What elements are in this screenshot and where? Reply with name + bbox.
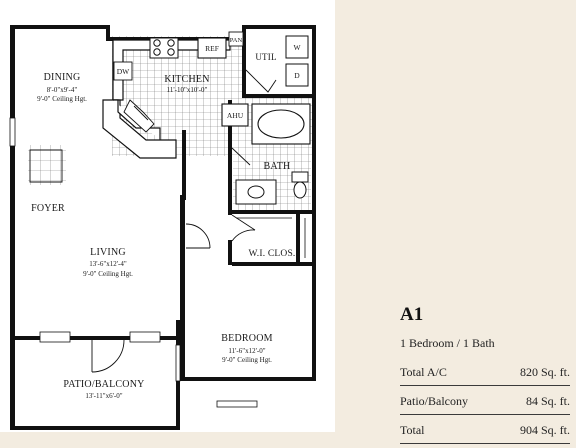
living-name: LIVING — [90, 247, 126, 258]
floor-plan-drawing: REF PAN DW AHU W D UTIL — [9, 25, 316, 430]
washer-icon — [285, 35, 309, 59]
dryer-label: D — [294, 71, 300, 80]
range-icon — [149, 37, 179, 59]
bathtub-icon — [251, 103, 311, 145]
spec-value: 820 Sq. ft. — [519, 365, 570, 379]
dw-label: DW — [117, 67, 130, 76]
pan-label: PAN — [230, 37, 243, 44]
refrigerator-icon — [197, 37, 227, 59]
bedroom-dims: 11'-6"x12'-0" — [228, 347, 265, 355]
util-door-swing — [245, 69, 277, 93]
bedroom-ceiling: 9'-0" Ceiling Hgt. — [222, 356, 272, 364]
room-labels: DINING 8'-0"x9'-4" 9'-0" Ceiling Hgt. KI… — [31, 72, 295, 400]
foyer-name: FOYER — [31, 203, 65, 214]
unit-type: 1 Bedroom / 1 Bath — [400, 336, 495, 350]
vanity-icon — [235, 179, 277, 205]
spec-row-total-ac: Total A/C 820 Sq. ft. — [400, 361, 570, 386]
foyer-tile — [28, 145, 66, 185]
living-dims: 13'-6"x12'-4" — [89, 260, 127, 268]
sink-icon — [123, 99, 155, 133]
unit-info-panel: A1 1 Bedroom / 1 Bath Total A/C 820 Sq. … — [400, 304, 570, 448]
closet-shelves — [236, 217, 306, 258]
dining-dims: 8'-0"x9'-4" — [47, 86, 78, 94]
kitchen-dims: 11'-10"x10'-0" — [167, 86, 208, 94]
interior-walls — [15, 38, 312, 340]
dryer-icon — [285, 63, 309, 87]
spec-label: Total A/C — [400, 365, 447, 379]
spec-value: 84 Sq. ft. — [525, 394, 570, 408]
windows — [9, 117, 258, 408]
bedroom-name: BEDROOM — [221, 333, 272, 344]
dishwasher-icon — [113, 61, 133, 81]
spec-value: 904 Sq. ft. — [519, 423, 570, 437]
ahu-label: AHU — [227, 111, 244, 120]
spec-label: Patio/Balcony — [400, 394, 468, 408]
bath-name: BATH — [264, 161, 291, 172]
unit-code: A1 — [400, 304, 424, 325]
living-ceiling: 9'-0" Ceiling Hgt. — [83, 270, 133, 278]
closet-name: W.I. CLOS. — [248, 249, 295, 259]
doors — [29, 147, 256, 373]
pantry-box — [228, 31, 244, 47]
kitchen-name: KITCHEN — [164, 74, 209, 85]
ref-label: REF — [205, 44, 219, 53]
spec-row-patio: Patio/Balcony 84 Sq. ft. — [400, 390, 570, 415]
dining-ceiling: 9'-0" Ceiling Hgt. — [37, 95, 87, 103]
dining-name: DINING — [44, 72, 81, 83]
washer-label: W — [293, 43, 301, 52]
toilet-icon — [291, 171, 309, 199]
util-label: UTIL — [255, 52, 276, 62]
spec-label: Total — [400, 423, 425, 437]
patio-dims: 13'-11"x6'-0" — [85, 392, 122, 400]
ahu-box — [221, 103, 249, 127]
patio-name: PATIO/BALCONY — [63, 379, 144, 390]
